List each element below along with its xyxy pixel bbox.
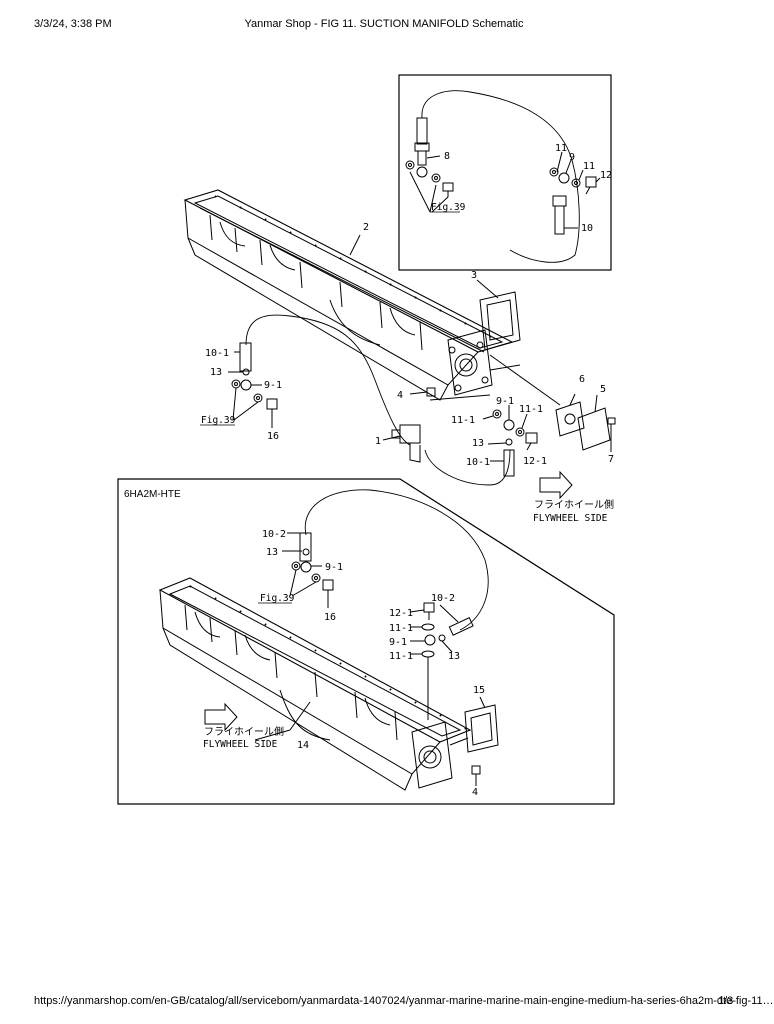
label-part-4: 4 [397, 390, 403, 401]
label-part-10-1: 10-1 [205, 348, 229, 359]
label-part-15: 15 [473, 685, 485, 696]
label-part-3: 3 [471, 270, 477, 281]
label-part-9: 9 [569, 152, 575, 163]
label-part-11b: 11 [583, 161, 595, 172]
label-part-10-2: 10-2 [262, 529, 286, 540]
flywheel-side-jp-bottom: フライホイール側 [204, 725, 284, 738]
label-part-16: 16 [267, 431, 279, 442]
label-part-12-1-bottom: 12-1 [389, 608, 413, 619]
label-part-16-bottom: 16 [324, 612, 336, 623]
inset-title-6ha2m-hte: 6HA2M-HTE [124, 489, 181, 500]
bottom-inset-6ha2m-hte [117, 478, 615, 805]
flywheel-side-jp-main: フライホイール側 [534, 498, 614, 511]
label-part-6: 6 [579, 374, 585, 385]
label-part-2: 2 [363, 222, 369, 233]
label-part-10: 10 [581, 223, 593, 234]
label-part-9-1b-bottom: 9-1 [389, 637, 407, 648]
label-part-1: 1 [375, 436, 381, 447]
label-part-12: 12 [600, 170, 612, 181]
label-part-11a: 11 [555, 143, 567, 154]
top-inset [398, 74, 612, 271]
label-part-13: 13 [210, 367, 222, 378]
page-title: Yanmar Shop - FIG 11. SUCTION MANIFOLD S… [244, 18, 524, 30]
label-part-13b: 13 [472, 438, 484, 449]
fig39-ref-top: Fig.39 [431, 202, 466, 213]
flywheel-side-en-bottom: FLYWHEEL SIDE [203, 739, 278, 750]
flywheel-side-en-main: FLYWHEEL SIDE [533, 513, 608, 524]
print-timestamp: 3/3/24, 3:38 PM [34, 18, 112, 30]
label-part-9-1-bottom: 9-1 [325, 562, 343, 573]
label-part-10-2b: 10-2 [431, 593, 455, 604]
page-number: 1/3 [718, 995, 734, 1007]
label-part-11-1b: 11-1 [519, 404, 543, 415]
label-part-4-bottom: 4 [472, 787, 478, 798]
label-part-11-1a-bottom: 11-1 [389, 623, 413, 634]
label-part-14: 14 [297, 740, 309, 751]
label-part-10-1b: 10-1 [466, 457, 490, 468]
label-part-7: 7 [608, 454, 614, 465]
fig39-ref-bottom: Fig.39 [260, 593, 295, 604]
footer-url[interactable]: https://yanmarshop.com/en-GB/catalog/all… [34, 995, 774, 1007]
label-part-11-1b-bottom: 11-1 [389, 651, 413, 662]
label-part-9-1: 9-1 [264, 380, 282, 391]
label-part-9-1b: 9-1 [496, 396, 514, 407]
label-part-13b-bottom: 13 [448, 651, 460, 662]
label-part-12-1: 12-1 [523, 456, 547, 467]
label-part-13-bottom: 13 [266, 547, 278, 558]
label-part-8: 8 [444, 151, 450, 162]
label-part-11-1a: 11-1 [451, 415, 475, 426]
main-manifold [183, 189, 616, 500]
fig39-ref-main: Fig.39 [201, 415, 236, 426]
label-part-5: 5 [600, 384, 606, 395]
